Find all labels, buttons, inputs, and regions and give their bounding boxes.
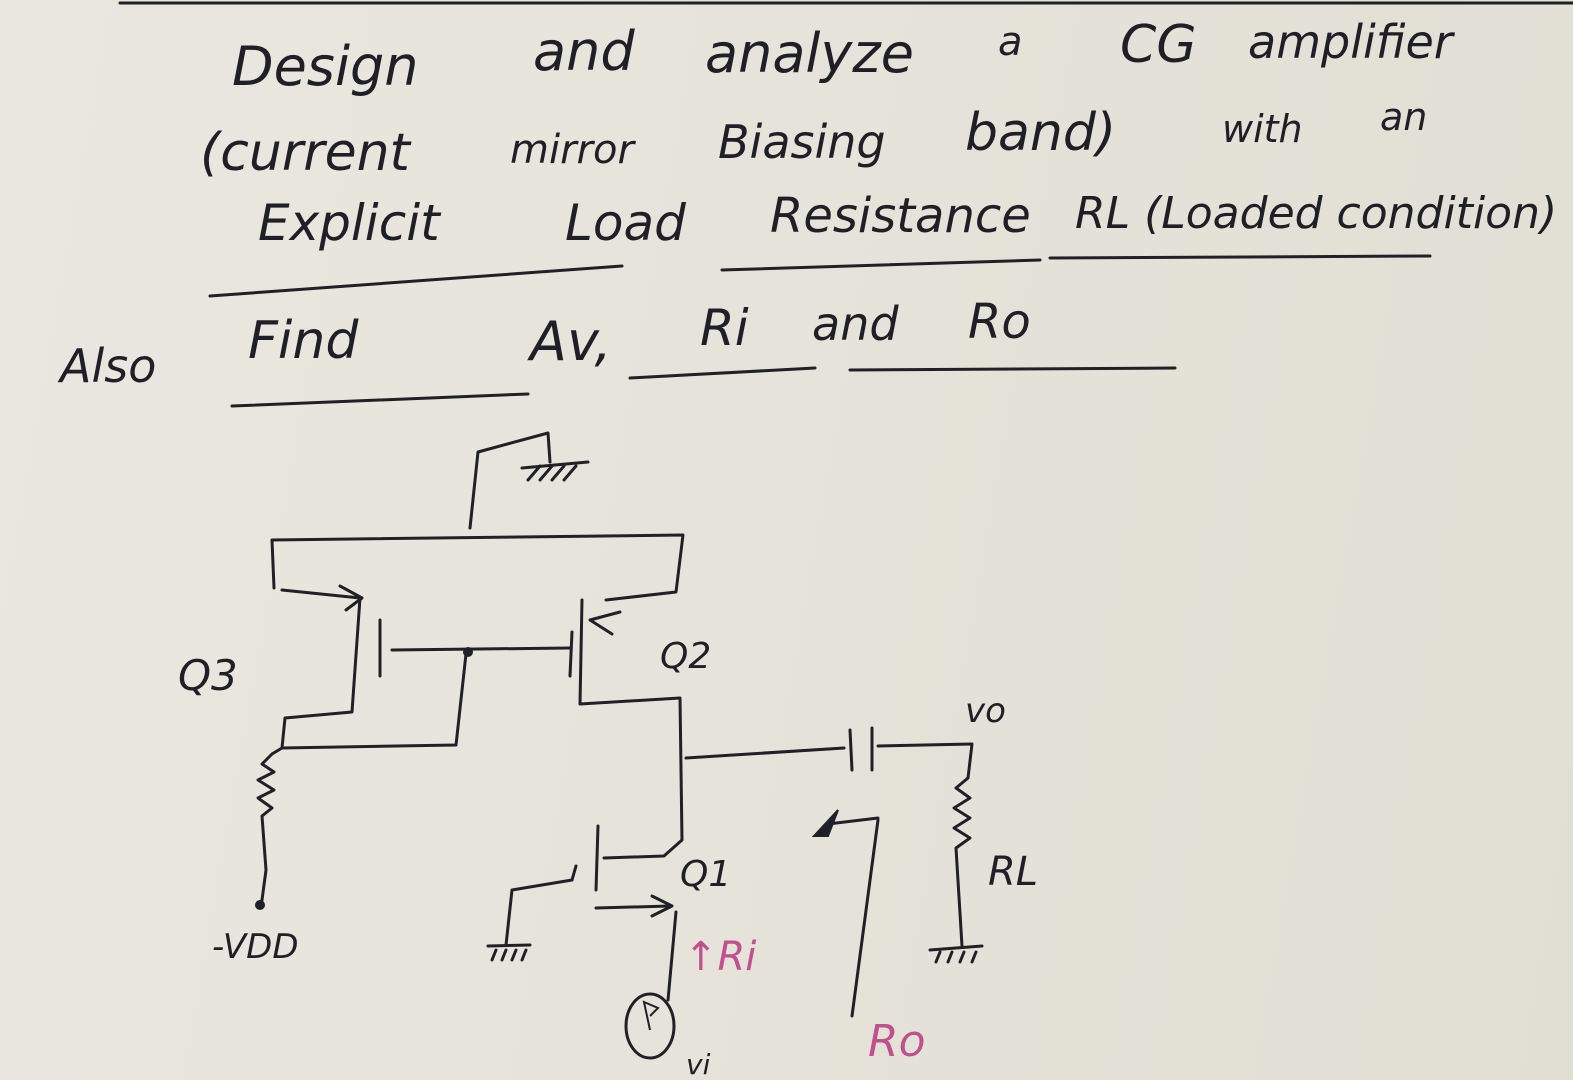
label-neg-vdd: -VDD	[212, 927, 299, 967]
word-and: and	[533, 20, 635, 83]
word-find: Find	[248, 311, 359, 371]
problem-statement: Design and analyze a CG amplifier (curre…	[57, 15, 1557, 408]
bias-resistor: -VDD	[212, 746, 299, 967]
word-a: a	[998, 19, 1023, 65]
output-network: vo RL	[684, 691, 1038, 964]
underline-av-ri	[628, 366, 817, 380]
word-an: an	[1380, 95, 1427, 139]
label-q2: Q2	[660, 636, 711, 677]
cg-amplifier-circuit: Q3 Q2 -VDD vo RL	[178, 431, 1038, 1080]
label-ri-arrow: ↑Ri	[684, 934, 756, 980]
underline-explicit-load	[208, 264, 624, 298]
word-ro: Ro	[968, 294, 1031, 350]
load-resistor-rl	[952, 776, 972, 948]
q2-transistor: Q2	[568, 598, 711, 860]
underline-and-ro	[848, 366, 1177, 372]
top-ground-symbol	[468, 431, 590, 530]
word-and-2: and	[812, 297, 899, 351]
underline-rl	[1048, 254, 1432, 260]
word-also: Also	[57, 339, 156, 393]
word-cg: CG	[1120, 15, 1197, 75]
word-analyze: analyze	[705, 22, 914, 85]
top-rail-wire	[270, 533, 685, 602]
q2-source-arrow	[588, 610, 622, 636]
word-rl-loaded-condition: RL (Loaded condition)	[1075, 188, 1557, 239]
word-load: Load	[565, 194, 686, 252]
label-rl: RL	[988, 849, 1038, 895]
word-with: with	[1222, 107, 1303, 151]
input-source: vi	[624, 992, 711, 1080]
word-av: Av,	[527, 310, 612, 373]
underline-find	[230, 392, 530, 408]
label-q3: Q3	[178, 651, 238, 700]
q3-transistor: Q3	[178, 584, 572, 750]
word-current: (current	[200, 123, 412, 183]
ro-arrow: Ro	[811, 809, 926, 1067]
word-resistance: Resistance	[770, 188, 1031, 244]
label-vi: vi	[686, 1048, 711, 1080]
word-band: band)	[965, 103, 1116, 163]
label-ro-pink: Ro	[868, 1016, 926, 1067]
label-vo: vo	[965, 691, 1006, 731]
word-biasing: Biasing	[718, 115, 886, 169]
label-q1: Q1	[680, 854, 731, 895]
word-amplifier: amplifier	[1248, 15, 1456, 69]
q1-transistor: Q1 ↑Ri	[486, 824, 756, 1002]
rl-ground-line	[928, 944, 984, 952]
word-mirror: mirror	[510, 127, 636, 173]
word-design: Design	[232, 35, 418, 98]
word-ri: Ri	[700, 299, 749, 357]
underline-resistance	[720, 258, 1042, 272]
word-explicit: Explicit	[258, 194, 442, 252]
